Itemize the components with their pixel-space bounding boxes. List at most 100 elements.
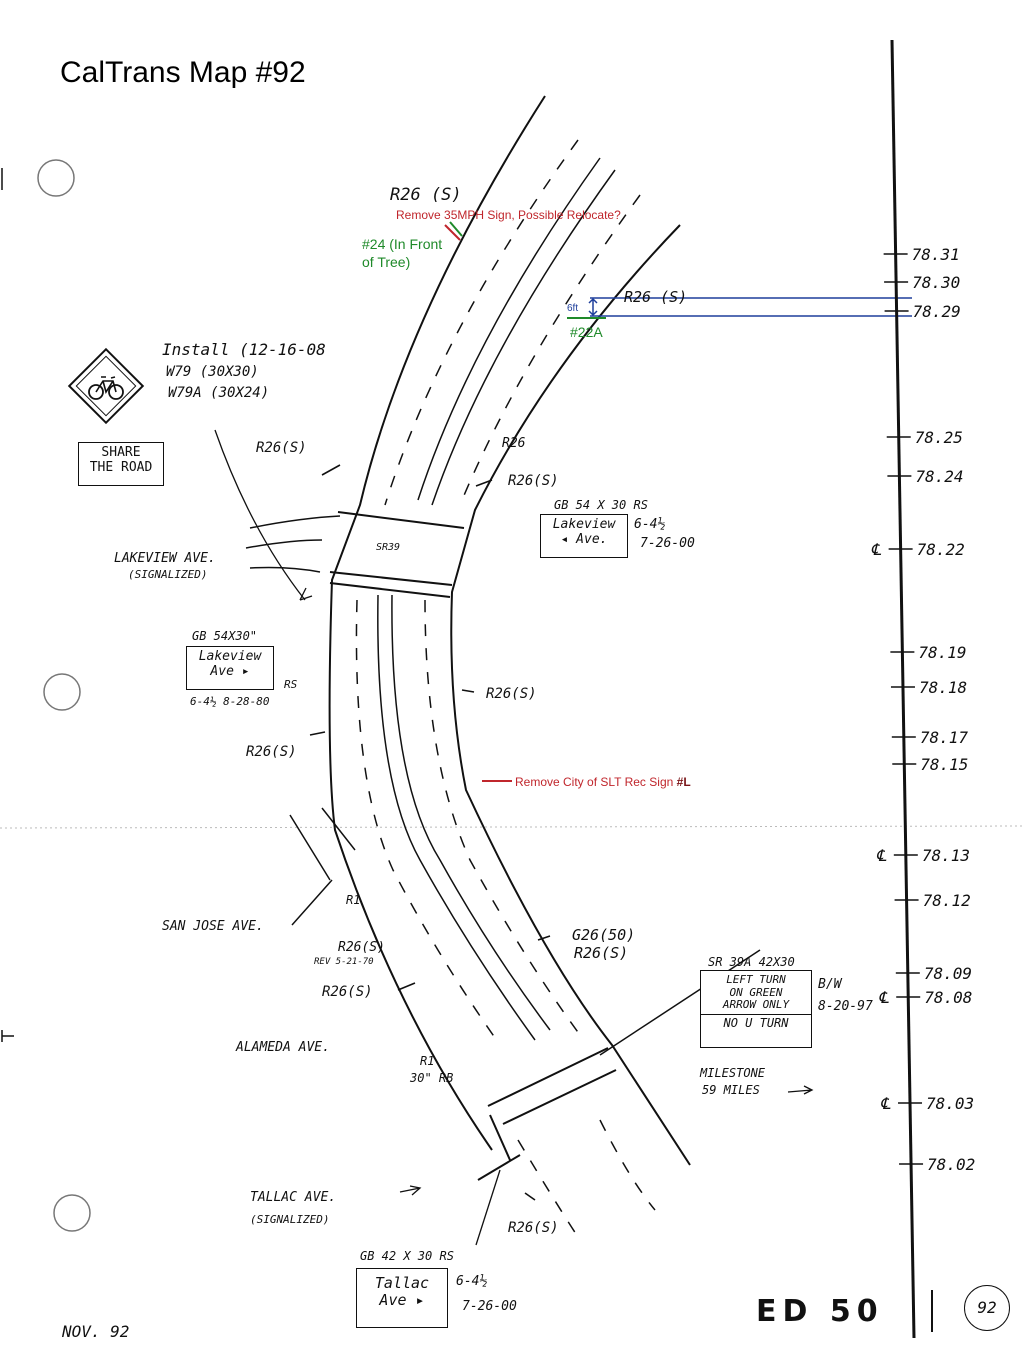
label-r1: R1 bbox=[346, 893, 360, 907]
centerline-icon: ℄ bbox=[871, 540, 882, 559]
label-install-3: W79A (30X24) bbox=[168, 385, 269, 401]
label-tallac-date-1: 6-4½ bbox=[456, 1274, 487, 1289]
sign-22a-label: #22A bbox=[570, 324, 603, 340]
centerline-icon: ℄ bbox=[878, 988, 889, 1007]
lakeview-right-line2: ◂ Ave. bbox=[560, 531, 608, 547]
label-gb-42x30: GB 42 X 30 RS bbox=[360, 1249, 454, 1263]
tallac-guide-sign: Tallac Ave ▸ bbox=[356, 1268, 448, 1328]
road-outer-edge bbox=[328, 95, 546, 1151]
station-label: 78.30 bbox=[912, 273, 960, 292]
highway-alignment bbox=[245, 95, 761, 1241]
tallac-line1: Tallac bbox=[374, 1274, 430, 1292]
left-turn-line3: ARROW ONLY bbox=[722, 998, 790, 1012]
lane-line-b bbox=[459, 194, 641, 506]
no-u-turn-line: NO U TURN bbox=[701, 1013, 811, 1031]
label-install-2: W79 (30X30) bbox=[166, 364, 259, 380]
left-turn-line2: ON GREEN bbox=[729, 985, 783, 999]
station-markers: 78.3178.3078.2978.2578.2478.22℄78.1978.1… bbox=[871, 245, 976, 1174]
label-r26s-left-lower: R26(S) bbox=[322, 984, 373, 1000]
station-label: 78.13 bbox=[922, 846, 970, 865]
station-label: 78.15 bbox=[920, 755, 968, 774]
station-label: 78.02 bbox=[927, 1155, 975, 1174]
label-tallac-ave: TALLAC AVE. bbox=[250, 1190, 336, 1205]
label-tallac-date-2: 7-26-00 bbox=[462, 1299, 517, 1314]
binder-hole bbox=[43, 673, 81, 711]
station-label: 78.17 bbox=[920, 728, 969, 747]
remove-35mph-note: Remove 35MPH Sign, Possible Relocate? bbox=[396, 208, 621, 222]
label-signalized-2: (SIGNALIZED) bbox=[250, 1213, 329, 1226]
remove-slt-note: Remove City of SLT Rec Sign #L bbox=[515, 775, 691, 789]
label-r26s-left-upper: R26(S) bbox=[256, 440, 307, 456]
label-install-1: Install (12-16-08 bbox=[162, 340, 326, 359]
label-r26s-left-mid: R26(S) bbox=[246, 744, 297, 760]
label-rev-date: REV 5-21-70 bbox=[314, 957, 374, 967]
label-rs-left: RS bbox=[284, 678, 298, 691]
bike-warning-sign bbox=[67, 347, 145, 425]
median-line-b bbox=[431, 169, 616, 506]
leader-lines bbox=[214, 429, 814, 1246]
station-label: 78.03 bbox=[926, 1094, 974, 1113]
label-r26s-right: R26(S) bbox=[508, 473, 559, 489]
station-label: 78.09 bbox=[924, 964, 972, 983]
label-bw: B/W bbox=[818, 977, 843, 992]
lakeview-guide-sign-left: Lakeview Ave ▸ bbox=[186, 646, 274, 690]
centerline-icon: ℄ bbox=[880, 1094, 891, 1113]
label-lakeview-right-date-2: 7-26-00 bbox=[640, 536, 695, 551]
scan-seam bbox=[0, 825, 1024, 829]
station-label: 78.24 bbox=[915, 467, 963, 486]
label-lakeview-ave: LAKEVIEW AVE. bbox=[114, 551, 216, 566]
road-east-edge bbox=[450, 224, 691, 1166]
lane-line-a bbox=[384, 139, 579, 506]
label-g26-50: G26(50) bbox=[572, 926, 635, 944]
median-line-d bbox=[391, 594, 551, 1031]
station-label: 78.25 bbox=[915, 428, 963, 447]
station-label: 78.08 bbox=[924, 988, 972, 1007]
sign-post-ticks bbox=[309, 464, 551, 1201]
red-marker bbox=[444, 224, 461, 241]
label-milestone-2: 59 MILES bbox=[702, 1083, 760, 1097]
label-lakeview-left-date: 6-4½ 8-28-80 bbox=[190, 695, 270, 708]
station-label: 78.31 bbox=[912, 245, 960, 264]
label-r1-30-rb-1: R1 bbox=[420, 1054, 434, 1068]
green-marker bbox=[449, 221, 463, 237]
label-san-jose-ave: SAN JOSE AVE. bbox=[162, 919, 264, 934]
station-label: 78.19 bbox=[918, 643, 966, 662]
station-label: 78.22 bbox=[917, 540, 965, 559]
san-jose-side-road bbox=[289, 807, 356, 926]
median-line-a bbox=[417, 157, 601, 501]
page-number: 92 bbox=[964, 1285, 1010, 1331]
lane-line-d bbox=[424, 599, 581, 1036]
label-r26s-top: R26 (S) bbox=[390, 185, 462, 205]
sign-24-sublabel: of Tree) bbox=[362, 254, 410, 270]
lakeview-guide-sign-right: Lakeview ◂ Ave. bbox=[540, 514, 628, 558]
lane-line-c bbox=[355, 599, 501, 1046]
label-r26s-g26: R26(S) bbox=[574, 944, 628, 962]
label-signalized-1: (SIGNALIZED) bbox=[128, 568, 207, 581]
binder-hole bbox=[53, 1194, 91, 1232]
share-the-road-sign: SHARE THE ROAD bbox=[78, 442, 164, 486]
station-line bbox=[890, 39, 916, 1339]
label-r26-right: R26 bbox=[502, 436, 526, 451]
offset-6ft-label: 6ft bbox=[567, 303, 578, 314]
label-milestone-1: MILESTONE bbox=[699, 1066, 766, 1080]
label-r26s-blue: R26 (S) bbox=[624, 288, 687, 306]
left-turn-sign: LEFT TURN ON GREEN ARROW ONLY NO U TURN bbox=[700, 970, 812, 1048]
station-label: 78.18 bbox=[919, 678, 967, 697]
station-label: 78.12 bbox=[923, 891, 971, 910]
lakeview-left-line1: Lakeview bbox=[198, 649, 262, 664]
left-turn-line1: LEFT TURN bbox=[726, 973, 786, 986]
binder-hole bbox=[37, 159, 75, 197]
label-gb-54x30-left: GB 54X30" bbox=[192, 629, 257, 643]
lane-line-f bbox=[599, 1119, 656, 1211]
bicycle-icon bbox=[88, 384, 104, 400]
page-title: CalTrans Map #92 bbox=[60, 56, 306, 89]
blue-offset-lines bbox=[588, 297, 912, 317]
share-road-line2: THE ROAD bbox=[89, 459, 153, 475]
sign-24-label: #24 (In Front bbox=[362, 236, 442, 252]
label-r26s-rev: R26(S) bbox=[338, 940, 385, 955]
intersection-lakeview bbox=[329, 511, 465, 598]
handwritten-labels: R26 (S) R26 (S) Install (12-16-08 W79 (3… bbox=[114, 185, 873, 1314]
tallac-line2: Ave ▸ bbox=[379, 1291, 425, 1310]
sheet-code: ED 50 bbox=[756, 1294, 884, 1329]
